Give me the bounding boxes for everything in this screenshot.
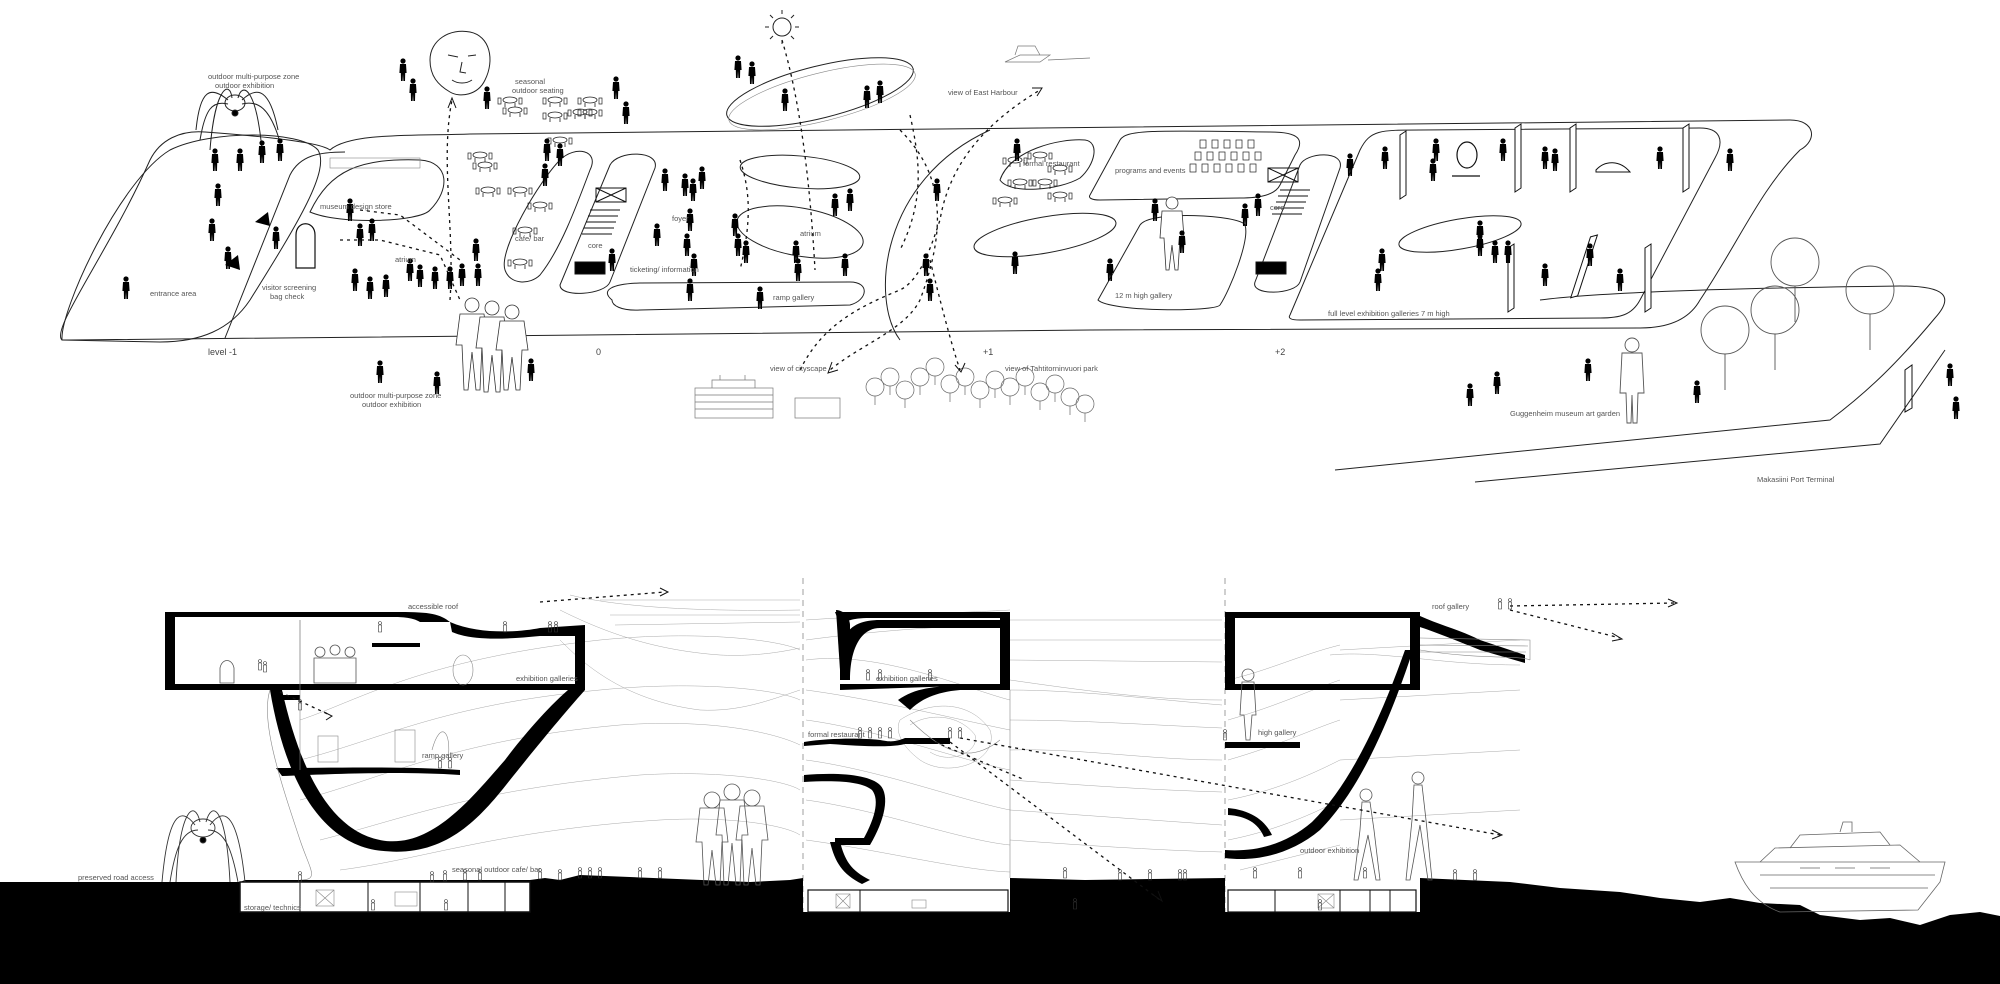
section-building-right [1225, 612, 1531, 860]
entrance-pod [61, 134, 322, 343]
ramp-gallery-pod [606, 281, 865, 311]
face-sculpture [429, 30, 491, 96]
level-plus2: +2 [1275, 347, 1285, 357]
core-left-pod [559, 153, 656, 294]
plan-oval-plus1 [973, 212, 1117, 258]
gallery-12m-pod [1097, 215, 1247, 311]
event-seating [1189, 139, 1262, 173]
section-building-left [165, 612, 585, 881]
label-full-level: full level exhibition galleries 7 m high [1328, 309, 1450, 318]
label-outdoor-exhibition: outdoor exhibition [1300, 846, 1359, 855]
level-plus1: +1 [983, 347, 993, 357]
label-entrance: entrance area [150, 289, 197, 298]
label-accessible-roof: accessible roof [408, 602, 459, 611]
label-exhibition-mid: exhibition galleries [876, 674, 938, 683]
label-cafe: cafe/ bar [515, 234, 545, 243]
figure-sculptures-plan [455, 196, 1185, 393]
label-core-right: core [1270, 203, 1285, 212]
label-view-park: view of Tahtitorninvuori park [1005, 364, 1098, 373]
label-ticketing: ticketing/ information [630, 265, 699, 274]
core-left-stairs [574, 187, 627, 275]
sun-icon [765, 10, 799, 44]
basements [239, 881, 1417, 913]
design-store-pod [309, 159, 445, 221]
label-foyer: foyer [672, 214, 689, 223]
label-atrium-center: atrium [800, 229, 821, 238]
section-sightlines [279, 587, 1679, 903]
label-core-left: core [588, 241, 603, 250]
label-view-city: view of cityscape [770, 364, 827, 373]
garden-trees [1700, 237, 1895, 391]
plan-view: outdoor multi-purpose zone outdoor exhib… [60, 10, 1960, 484]
label-outdoor-bottom-1: outdoor multi-purpose zone [350, 391, 441, 400]
programs-pod [1089, 130, 1301, 201]
plan-slab-outline [60, 119, 1812, 341]
label-seasonal-cafe: seasonal outdoor cafe/ bar [452, 865, 541, 874]
label-visitor-1: visitor screening [262, 283, 316, 292]
plan-labels: outdoor multi-purpose zone outdoor exhib… [150, 72, 1835, 484]
label-view-east: view of East Harbour [948, 88, 1018, 97]
label-seasonal-1: seasonal [515, 77, 545, 86]
label-atrium-left: atrium [395, 255, 416, 264]
figure-sculptures-section [219, 644, 1433, 886]
label-outdoor-top-2: outdoor exhibition [215, 81, 274, 90]
label-gallery-12m: 12 m high gallery [1115, 291, 1172, 300]
label-storage: storage/ technics [244, 903, 301, 912]
core-right-stairs [1255, 167, 1310, 275]
label-garden: Guggenheim museum art garden [1510, 409, 1620, 418]
label-design-store: museum design store [320, 202, 392, 211]
cafe-pod [503, 150, 593, 283]
section-labels: accessible roof exhibition galleries ram… [78, 602, 1469, 912]
label-terminal: Makasiini Port Terminal [1757, 475, 1835, 484]
label-formal-restaurant-section: formal restaurant [808, 730, 866, 739]
label-outdoor-top-1: outdoor multi-purpose zone [208, 72, 299, 81]
spider-sculpture-section [161, 810, 246, 883]
level-0: 0 [596, 347, 601, 357]
label-exhibition-left: exhibition galleries [516, 674, 578, 683]
atrium-ellipse-top [726, 57, 914, 127]
plan-garden-plate [1334, 285, 1946, 471]
boat-section [1734, 821, 1946, 913]
label-outdoor-bottom-2: outdoor exhibition [362, 400, 421, 409]
label-ramp-gallery-section: ramp gallery [422, 751, 464, 760]
atrium-ellipse-mid [739, 154, 861, 190]
label-visitor-2: bag check [270, 292, 304, 301]
spider-sculpture-plan [195, 88, 281, 151]
core-right-pod [1254, 154, 1341, 293]
label-programs: programs and events [1115, 166, 1186, 175]
label-high-gallery: high gallery [1258, 728, 1297, 737]
label-formal-restaurant: formal restaurant [1023, 159, 1081, 168]
level-minus1: level -1 [208, 347, 237, 357]
boat-sketch-plan [1004, 45, 1091, 63]
label-preserved-road: preserved road access [78, 873, 154, 882]
label-roof-gallery: roof gallery [1432, 602, 1469, 611]
label-seasonal-2: outdoor seating [512, 86, 564, 95]
cityscape-sketch [694, 375, 841, 419]
plan-oval-plus2 [1398, 215, 1522, 253]
section-view: accessible roof exhibition galleries ram… [0, 578, 2000, 984]
full-level-galleries-pod [1288, 127, 1721, 321]
restaurant-pod [999, 139, 1095, 190]
section-building-mid [804, 610, 1011, 884]
label-ramp-gallery: ramp gallery [773, 293, 815, 302]
plan-sightlines [340, 39, 1043, 374]
